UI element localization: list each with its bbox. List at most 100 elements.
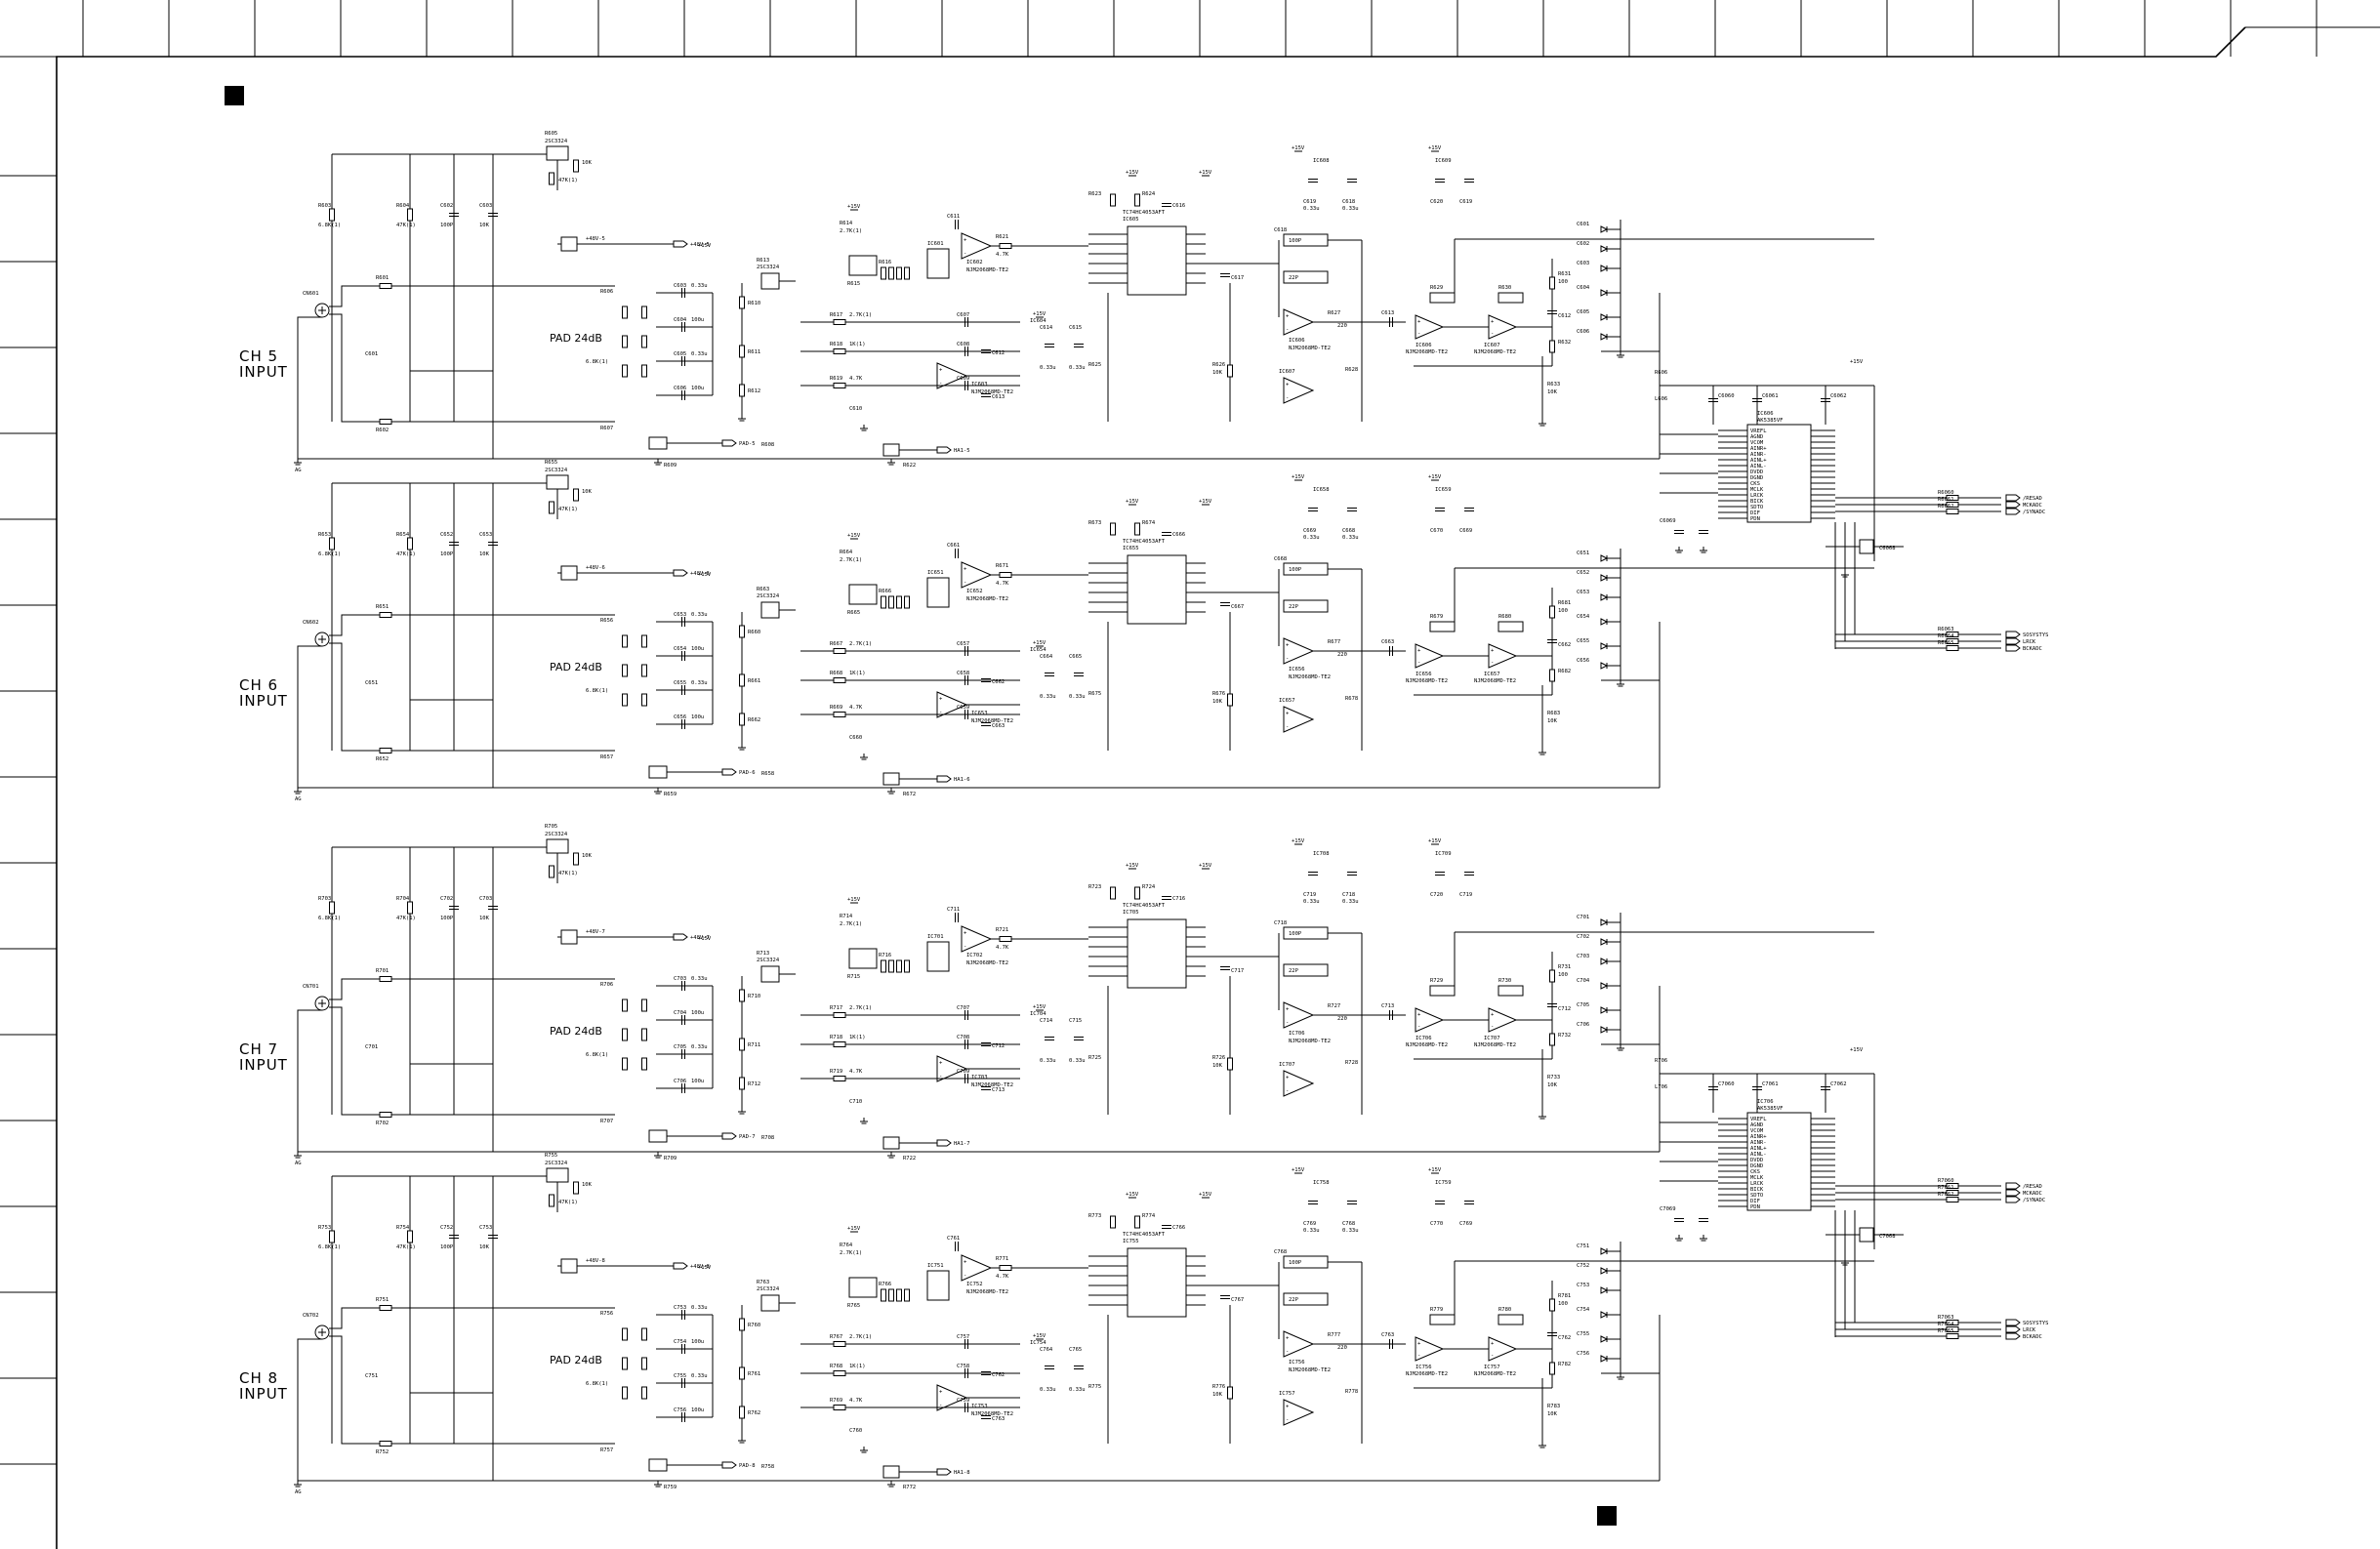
net-flag-label: HA1-6 [954, 777, 970, 783]
decoupling-capacitor [1045, 1366, 1054, 1369]
decoupling-box [1430, 166, 1452, 195]
part: NJM2068MD-TE2 [971, 1082, 1013, 1088]
channel-block-5: CH 5INPUTCN601AGR601R602C601R6036.8K(1)R… [239, 131, 1874, 473]
net-label: +48V-8 [586, 1258, 605, 1264]
part: NJM2068MD-TE2 [971, 1411, 1013, 1417]
opamp-minus: - [964, 580, 966, 586]
net-flag [2005, 501, 2021, 509]
ref: R723 [1088, 884, 1101, 890]
ref: C752 [440, 1225, 453, 1231]
clamp-diode [1600, 938, 1609, 946]
part: NJM2068MD-TE2 [1289, 1367, 1331, 1373]
value: 0.33u [1069, 365, 1086, 371]
ref: L606 [1655, 396, 1667, 402]
input-transistor [760, 965, 780, 983]
ref: R705 [545, 824, 557, 830]
ref: C709 [957, 1069, 969, 1075]
opamp-minus: - [964, 1273, 966, 1279]
phantom-resistor [407, 537, 413, 550]
ref: R708 [761, 1135, 774, 1141]
capacitor [964, 1368, 968, 1378]
ref: C663 [992, 723, 1005, 729]
value: 0.33u [691, 1373, 708, 1379]
ref: R673 [1088, 520, 1101, 526]
ref: C705 [1577, 1002, 1589, 1008]
decoupling-box [1038, 332, 1061, 359]
gain-potentiometer [848, 584, 878, 605]
ref: R7062 [1938, 1192, 1954, 1198]
ref: C603 [1577, 261, 1589, 266]
ref: C615 [1069, 325, 1082, 331]
decoupling-box [1067, 332, 1090, 359]
ref: R623 [1088, 191, 1101, 197]
adc-pin-name: DVDD [1750, 1158, 1763, 1163]
gain-resistor [904, 595, 910, 609]
phantom-capacitor [449, 213, 459, 217]
ref: R771 [996, 1256, 1008, 1262]
phantom-resistor [329, 901, 335, 915]
adc-pin-name: DIF [1750, 510, 1760, 516]
bias-resistor [739, 989, 745, 1002]
capacitor [1220, 966, 1230, 970]
coupling-capacitor [681, 617, 685, 627]
opamp-plus: + [1286, 1007, 1290, 1013]
net-flag [936, 1468, 952, 1476]
value: 0.33u [1303, 535, 1320, 541]
supply-label: +15V [1033, 1333, 1046, 1339]
ref: C665 [1069, 654, 1082, 660]
ref: R711 [748, 1042, 760, 1048]
resistor [833, 1012, 846, 1018]
ref: IC758 [1313, 1180, 1330, 1186]
adc-pin-name: PDN [1750, 516, 1760, 522]
ref: R663 [757, 587, 769, 592]
net-flag-label: +48V-5 [690, 242, 710, 248]
ref: C716 [1172, 896, 1185, 902]
phantom-capacitor [449, 1235, 459, 1239]
ref: C763 [1381, 1332, 1394, 1338]
clamp-diode [1600, 333, 1609, 341]
ref: IC751 [927, 1263, 944, 1269]
ref: C612 [1558, 313, 1571, 319]
resistor [1134, 522, 1140, 536]
buffer-opamp [936, 362, 968, 389]
part: 2SC3324 [545, 1161, 568, 1166]
ref: R662 [748, 717, 760, 723]
ref: C701 [365, 1044, 378, 1050]
capacitor [1547, 310, 1557, 314]
supply-label: +15V [1199, 1192, 1212, 1198]
analog-switch-ic [926, 941, 950, 972]
pad-resistor [622, 1357, 628, 1370]
resistor [1110, 1215, 1116, 1229]
resistor [999, 1265, 1012, 1271]
capacitor [981, 678, 991, 682]
xlr-ref: CN702 [303, 1313, 319, 1319]
adc-pin-name: CKS [1750, 1169, 1760, 1175]
value: 47K(1) [396, 1244, 416, 1250]
gain-stage-opamp [1283, 308, 1315, 336]
gain-potentiometer [848, 255, 878, 276]
feedback-network-box [1283, 599, 1329, 613]
resistor [999, 243, 1012, 249]
ref: C717 [1231, 968, 1244, 974]
ref: R6062 [1938, 504, 1954, 510]
opamp-minus: - [1286, 656, 1289, 662]
opamp-plus: + [1417, 1012, 1421, 1018]
clamp-diode [1600, 1006, 1609, 1014]
series-resistor [1946, 1190, 1959, 1196]
preamp-opamp [961, 232, 993, 260]
ref: IC602 [966, 260, 983, 265]
ref: C765 [1069, 1347, 1082, 1353]
adc-pin-name: BICK [1750, 499, 1764, 505]
ref: C769 [1303, 1221, 1316, 1227]
decoupling-box [1430, 1188, 1452, 1217]
ref: C601 [365, 351, 378, 357]
ref: R612 [748, 388, 760, 394]
value: 6.8K(1) [318, 1244, 341, 1250]
coupling-capacitor [681, 1412, 685, 1422]
gain-resistor [896, 595, 902, 609]
ref: R7060 [1938, 1178, 1954, 1184]
series-resistor [1946, 632, 1959, 637]
inverting-stage-box [1274, 1069, 1325, 1100]
ref: C659 [957, 705, 969, 711]
value: 1K(1) [849, 342, 866, 347]
